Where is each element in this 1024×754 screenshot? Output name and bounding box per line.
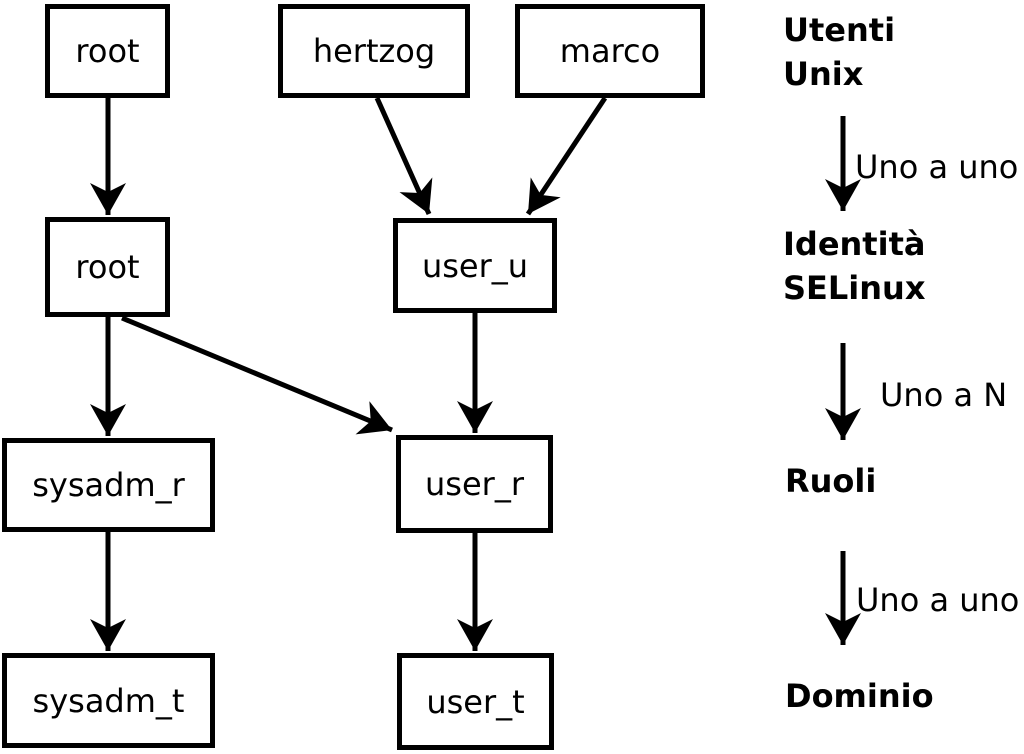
node-label: user_u xyxy=(421,246,529,285)
legend-line: SELinux xyxy=(783,269,926,307)
node-label: hertzog xyxy=(312,32,436,70)
legend-line: Identità xyxy=(783,225,926,263)
arrow-marco-to-user-u xyxy=(525,96,608,216)
relation-label-uno-a-n: Uno a N xyxy=(880,376,1008,414)
node-label: root xyxy=(75,32,140,70)
legend-utenti-unix: Utenti Unix xyxy=(783,8,895,96)
legend-line: Ruoli xyxy=(785,462,877,500)
relation-label-uno-a-uno-1: Uno a uno xyxy=(855,148,1019,186)
legend-dominio: Dominio xyxy=(785,674,934,718)
legend-line: Dominio xyxy=(785,677,934,715)
legend-ruoli: Ruoli xyxy=(785,459,876,503)
legend-line: Utenti xyxy=(783,11,896,49)
node-label: user_t xyxy=(426,682,525,721)
node-label: root xyxy=(75,248,140,286)
arrow-root-selinux-to-user-r xyxy=(121,315,393,435)
node-sysadm-t: sysadm_t xyxy=(2,653,215,748)
node-user-t: user_t xyxy=(397,653,554,750)
node-root-unix: root xyxy=(45,4,170,98)
node-label: marco xyxy=(559,32,661,70)
node-label: sysadm_r xyxy=(32,466,185,504)
node-sysadm-r: sysadm_r xyxy=(2,438,215,532)
node-label: sysadm_t xyxy=(32,681,185,720)
legend-line: Unix xyxy=(783,55,864,93)
arrow-hertzog-to-user-u xyxy=(374,96,433,216)
node-user-u: user_u xyxy=(393,218,557,313)
node-marco: marco xyxy=(515,4,705,98)
relation-label-uno-a-uno-2: Uno a uno xyxy=(856,581,1020,619)
legend-identita-selinux: Identità SELinux xyxy=(783,222,925,310)
node-label: user_r xyxy=(425,465,524,503)
node-hertzog: hertzog xyxy=(278,4,470,98)
node-user-r: user_r xyxy=(396,435,553,533)
node-root-selinux: root xyxy=(45,217,170,317)
